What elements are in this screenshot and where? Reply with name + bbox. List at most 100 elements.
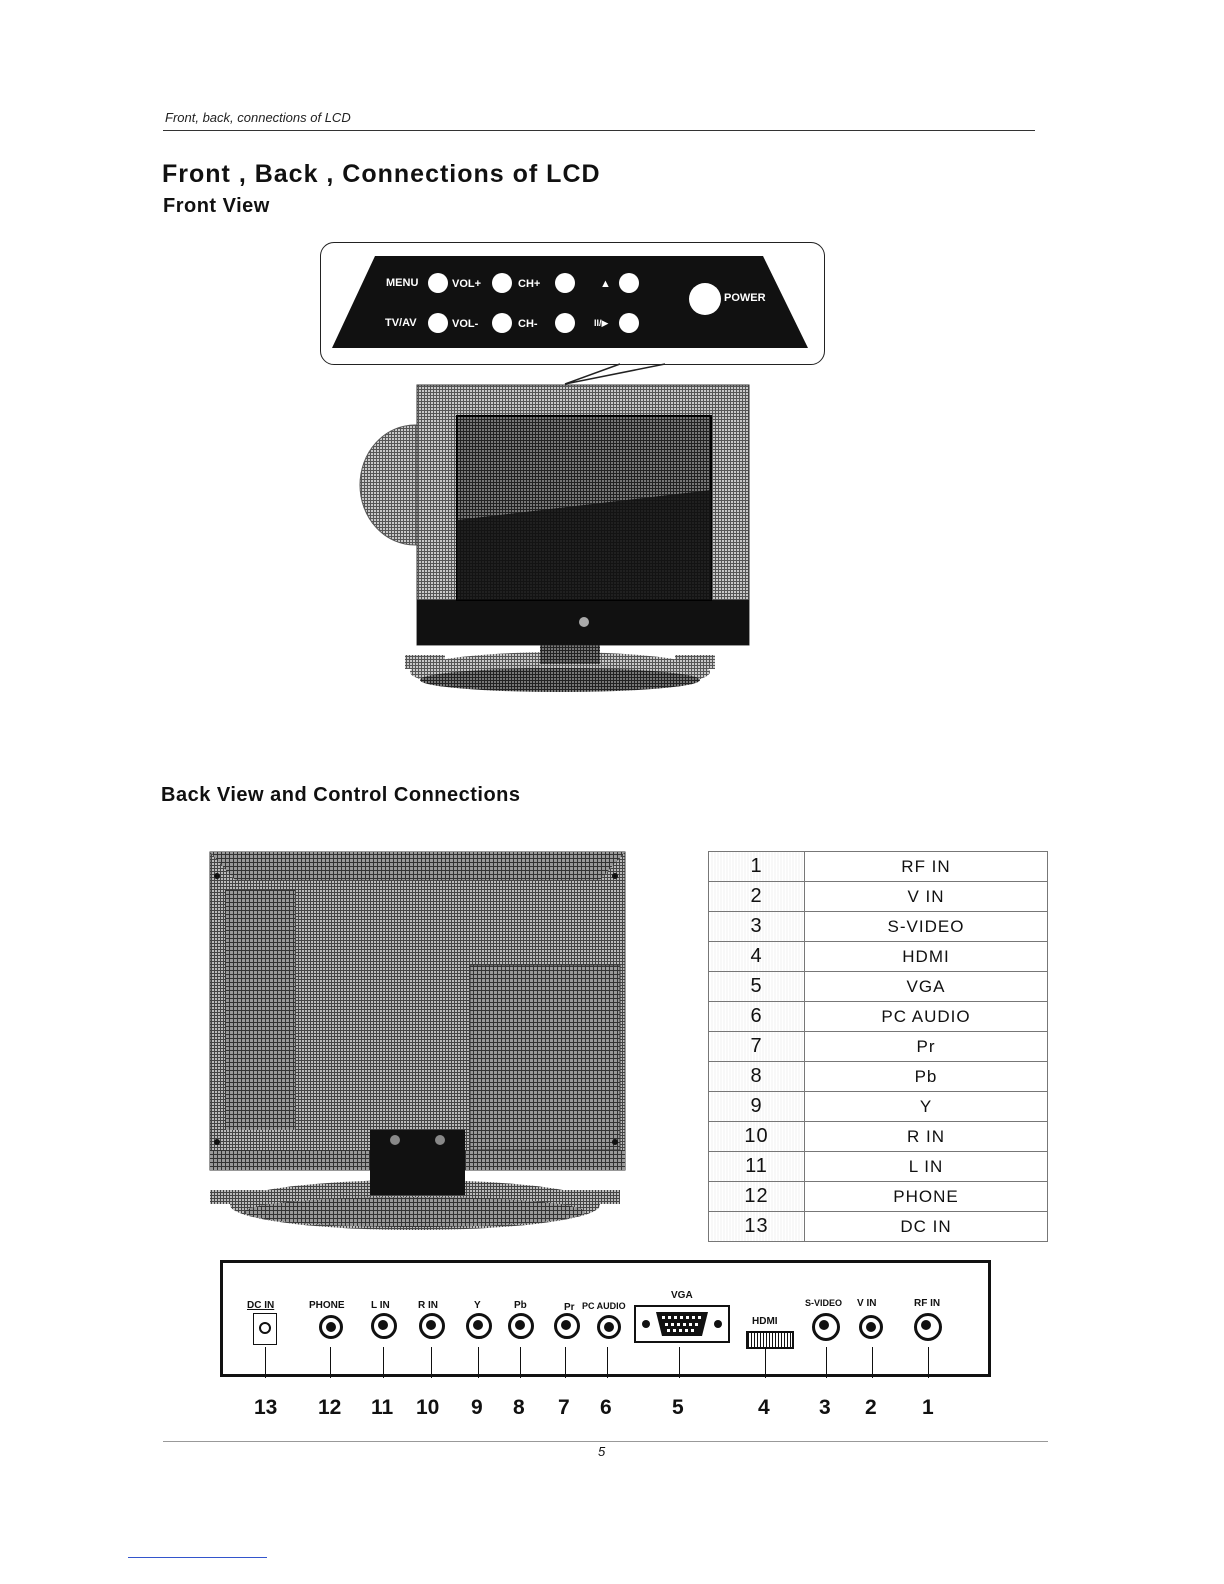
power-label: POWER [724, 292, 766, 304]
rf-in-label: RF IN [914, 1298, 941, 1309]
leader-line [330, 1347, 331, 1378]
l-in-label: L IN [371, 1300, 390, 1311]
page-number: 5 [598, 1444, 606, 1459]
connection-number: 5 [708, 971, 805, 1002]
phone-jack[interactable] [319, 1315, 343, 1339]
ch-up-button[interactable] [555, 273, 575, 293]
leader-line [431, 1347, 432, 1378]
port-number: 9 [471, 1396, 483, 1419]
power-button[interactable] [689, 283, 721, 315]
connection-number: 11 [708, 1151, 805, 1182]
back-view-heading: Back View and Control Connections [161, 784, 521, 806]
connection-name: DC IN [804, 1211, 1048, 1242]
vol-up-button[interactable] [492, 273, 512, 293]
connection-name: S-VIDEO [804, 911, 1048, 942]
connection-name: VGA [804, 971, 1048, 1002]
eject-button[interactable] [619, 273, 639, 293]
connection-name: Pb [804, 1061, 1048, 1092]
leader-line [872, 1347, 873, 1378]
v-in-jack[interactable] [859, 1315, 883, 1339]
r-in-jack[interactable] [419, 1313, 445, 1339]
pb-jack[interactable] [508, 1313, 534, 1339]
connection-number: 4 [708, 941, 805, 972]
play-pause-icon: II/▶ [594, 318, 609, 328]
y-label: Y [474, 1300, 481, 1311]
bottom-link-rule [128, 1557, 267, 1558]
leader-line [679, 1347, 680, 1378]
leader-line [565, 1347, 566, 1378]
l-in-jack[interactable] [371, 1313, 397, 1339]
pr-jack[interactable] [554, 1313, 580, 1339]
port-number: 12 [318, 1396, 342, 1419]
vol-down-label: VOL- [452, 318, 479, 330]
ch-down-button[interactable] [555, 313, 575, 333]
header-rule [163, 130, 1035, 131]
connection-number: 1 [708, 851, 805, 882]
connection-number: 9 [708, 1091, 805, 1122]
phone-label: PHONE [309, 1300, 345, 1311]
connection-number: 10 [708, 1121, 805, 1152]
hdmi-port[interactable] [746, 1331, 794, 1349]
menu-label: MENU [386, 277, 419, 289]
play-pause-button[interactable] [619, 313, 639, 333]
y-jack[interactable] [466, 1313, 492, 1339]
tvav-button[interactable] [428, 313, 448, 333]
connection-number: 8 [708, 1061, 805, 1092]
tvav-label: TV/AV [385, 317, 417, 329]
footer-rule [163, 1441, 1048, 1442]
connection-number: 6 [708, 1001, 805, 1032]
ch-down-label: CH- [518, 318, 538, 330]
leader-line [765, 1347, 766, 1378]
vga-port[interactable] [634, 1298, 730, 1344]
menu-button[interactable] [428, 273, 448, 293]
running-head: Front, back, connections of LCD [165, 110, 351, 125]
connection-name: RF IN [804, 851, 1048, 882]
s-video-label: S-VIDEO [805, 1298, 843, 1308]
connection-name: V IN [804, 881, 1048, 912]
front-view-heading: Front View [163, 195, 270, 217]
ch-up-label: CH+ [518, 278, 541, 290]
port-number: 3 [819, 1396, 831, 1419]
vga-label: VGA [671, 1290, 693, 1301]
eject-icon: ▲ [600, 278, 611, 290]
leader-line [607, 1347, 608, 1378]
pc-audio-jack[interactable] [597, 1315, 621, 1339]
v-in-label: V IN [857, 1298, 877, 1309]
connection-name: L IN [804, 1151, 1048, 1182]
connection-number: 12 [708, 1181, 805, 1212]
port-number: 1 [922, 1396, 934, 1419]
port-number: 2 [865, 1396, 877, 1419]
pr-label: Pr [564, 1302, 575, 1313]
port-number: 6 [600, 1396, 612, 1419]
connection-name: PC AUDIO [804, 1001, 1048, 1032]
vol-down-button[interactable] [492, 313, 512, 333]
dc-in-label: DC IN [247, 1300, 275, 1311]
port-number: 11 [371, 1396, 394, 1419]
back-view-illustration [209, 851, 626, 1230]
leader-line [383, 1347, 384, 1378]
port-number: 10 [416, 1396, 440, 1419]
pb-label: Pb [514, 1300, 527, 1311]
dc-in-port[interactable] [253, 1313, 277, 1345]
s-video-jack[interactable] [812, 1313, 840, 1341]
connection-number: 3 [708, 911, 805, 942]
connection-name: R IN [804, 1121, 1048, 1152]
connection-name: HDMI [804, 941, 1048, 972]
connection-number: 2 [708, 881, 805, 912]
vol-up-label: VOL+ [452, 278, 482, 290]
rf-in-jack[interactable] [914, 1313, 942, 1341]
leader-line [826, 1347, 827, 1378]
